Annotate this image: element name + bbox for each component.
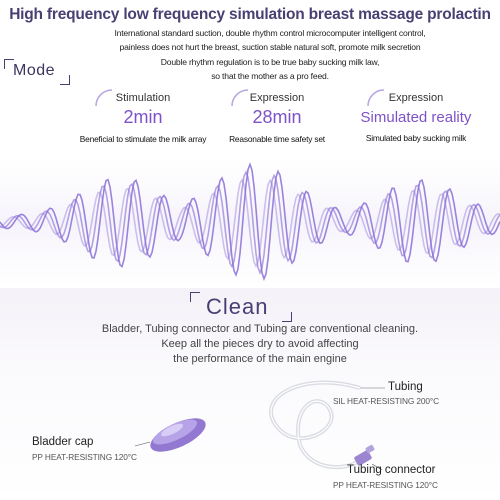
part-tubing-spec-wrap: SIL HEAT-RESISTING 200°C (333, 396, 439, 406)
part-tubing-connector-spec-wrap: PP HEAT-RESISTING 120°C (333, 480, 438, 490)
parts-illustration (134, 380, 385, 471)
bracket-top-left-icon (190, 292, 200, 302)
mode-value-stimulation: 2min (123, 107, 163, 127)
clean-label: Clean (206, 294, 269, 319)
bracket-bottom-right-icon (60, 75, 70, 85)
bracket-top-left-icon (4, 59, 14, 69)
mode-heading: Mode (4, 59, 70, 85)
mode-value-expression: 28min (252, 107, 302, 127)
mode-note-stimulation: Beneficial to stimulate the milk array (79, 134, 207, 144)
mode-label: Mode (13, 62, 56, 79)
part-bladder-cap-name: Bladder cap (32, 436, 94, 448)
part-bladder-cap: Bladder cap PP HEAT-RESISTING 120°C (32, 436, 137, 462)
clean-heading: Clean (190, 292, 310, 322)
clean-section-background (0, 288, 500, 500)
mode-note-simulated: Simulated baby sucking milk (365, 133, 467, 143)
part-tubing-spec: SIL HEAT-RESISTING 200°C (333, 396, 440, 406)
arc-accent-icon (231, 89, 249, 107)
description-line-1: International standard suction, double r… (114, 28, 426, 38)
wave-line (0, 178, 500, 268)
mode-heading-stimulation: Stimulation (115, 92, 171, 104)
part-tubing-name: Tubing (388, 381, 423, 393)
mode-column-simulated: Expression Simulated reality Simulated b… (346, 88, 486, 143)
arc-accent-icon (95, 89, 113, 107)
description-line-4: so that the mother as a pro feed. (211, 71, 329, 81)
part-tubing-connector-name: Tubing connector (347, 464, 436, 476)
description-line-3: Double rhythm regulation is to be true b… (160, 57, 380, 67)
part-tubing-connector: Tubing connector (347, 464, 435, 476)
wave-line (0, 162, 500, 282)
part-bladder-cap-spec: PP HEAT-RESISTING 120°C (32, 452, 137, 462)
clean-line-3: the performance of the main engine (173, 353, 347, 365)
clean-line-2: Keep all the pieces dry to avoid affecti… (161, 338, 359, 350)
bladder-cap-illustration-icon (134, 418, 206, 452)
sound-wave-icon (0, 162, 500, 282)
mode-value-simulated: Simulated reality (360, 109, 472, 126)
mode-column-expression: Expression 28min Reasonable time safety … (212, 88, 342, 144)
part-tubing: Tubing (388, 381, 423, 393)
tubing-connector-illustration-icon (354, 444, 383, 471)
mode-heading-simulated: Expression (388, 92, 444, 104)
arc-accent-icon (367, 89, 385, 107)
mode-heading-expression: Expression (249, 92, 305, 104)
bracket-bottom-right-icon (282, 312, 292, 322)
wave-band (0, 160, 500, 285)
part-tubing-connector-spec: PP HEAT-RESISTING 120°C (333, 480, 438, 490)
mode-column-stimulation: Stimulation 2min Beneficial to stimulate… (78, 88, 208, 144)
page-title: High frequency low frequency simulation … (9, 6, 491, 23)
description-line-2: painless does not hurt the breast, sucti… (119, 42, 421, 52)
mode-note-expression: Reasonable time safety set (229, 134, 325, 144)
wave-line (0, 169, 500, 275)
clean-line-1: Bladder, Tubing connector and Tubing are… (101, 323, 419, 335)
